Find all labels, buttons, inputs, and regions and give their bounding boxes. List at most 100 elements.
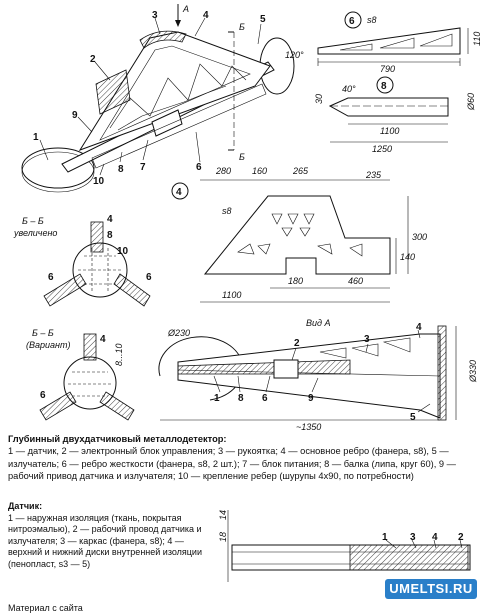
section-arrow-label-top: Б [239, 22, 245, 32]
section-b-enlarged: Б – Б увеличено 4 8 10 6 6 [13, 214, 152, 307]
sensor-caption-title: Датчик: [8, 501, 43, 511]
part4-thickness: s8 [222, 206, 232, 216]
part-number-9: 9 [72, 110, 78, 121]
view-a-num-4: 4 [416, 322, 422, 333]
part4-dim-top-2: 160 [252, 166, 267, 176]
page-note: Материал с сайта [8, 603, 83, 613]
part6-length: 790 [380, 64, 395, 74]
part4-dim-bottom-1: 180 [288, 276, 303, 286]
part8-h: 30 [314, 94, 324, 104]
view-a-d230: Ø230 [167, 328, 190, 338]
part-number-6: 6 [196, 162, 202, 173]
section2-title: Б – Б [32, 328, 54, 338]
part-number-10: 10 [93, 176, 105, 187]
part4-dim-bottom-2: 460 [348, 276, 363, 286]
view-a-num-1: 1 [214, 393, 220, 404]
part-number-1: 1 [33, 132, 39, 143]
section2-rib-left [39, 391, 77, 421]
part-8-detail: 8 40° 30 Ø60 1100 1250 [314, 76, 476, 154]
battery-block [151, 109, 183, 137]
section1-num-4: 4 [107, 214, 113, 225]
part6-height: 110 [472, 32, 482, 46]
section1-rib-top [90, 221, 104, 253]
sensor-num-3: 3 [410, 532, 416, 543]
view-a-arrow-label: A [182, 4, 189, 14]
section2-dim: 8...10 [114, 343, 124, 366]
section2-rib-right [99, 391, 135, 421]
main-rib [78, 31, 271, 151]
section-arrow-label-bottom: Б [239, 152, 245, 162]
part6-number: 6 [349, 16, 355, 27]
part4-shape [203, 195, 391, 275]
section1-num-6-left: 6 [48, 272, 54, 283]
part-number-2: 2 [90, 54, 96, 65]
section2-num-6: 6 [40, 390, 46, 401]
site-watermark: UMELTSI.RU [385, 579, 477, 599]
main-caption: Глубинный двухдатчиковый металлодетектор… [8, 433, 480, 483]
part4-number: 4 [176, 187, 182, 198]
part8-number: 8 [381, 81, 387, 92]
section-b-variant: Б – Б (Вариант) 4 6 8...10 [26, 328, 135, 421]
part8-length-2: 1250 [372, 144, 392, 154]
handle [139, 30, 187, 49]
stiffener-rib [91, 83, 267, 169]
sensor-num-1: 1 [382, 532, 388, 543]
part8-angle: 40° [342, 84, 356, 94]
sensor-caption: Датчик: 1 — наружная изоляция (ткань, по… [8, 501, 208, 571]
part8-beam [328, 97, 449, 117]
part-number-5: 5 [260, 14, 266, 25]
section1-rib-left [43, 273, 87, 307]
part4-height-300: 300 [412, 232, 427, 242]
view-a-title: Вид А [306, 318, 331, 328]
section1-subtitle: увеличено [13, 228, 57, 238]
view-a-num-3: 3 [364, 334, 370, 345]
section2-rib-top [83, 333, 97, 361]
electronics-block [95, 69, 131, 115]
section1-rib-right [113, 273, 151, 307]
section1-num-8: 8 [107, 230, 113, 241]
part6-thickness: s8 [367, 15, 377, 25]
view-a-length: ~1350 [296, 422, 321, 432]
part-6-detail: 6 s8 790 110 [317, 11, 482, 74]
part8-length-1: 1100 [380, 126, 399, 136]
part4-dim-top-4: 235 [365, 170, 382, 180]
sensor-caption-text: 1 — наружная изоляция (ткань, покрытая н… [8, 512, 202, 569]
sensor-layer-hatched [349, 544, 469, 571]
view-a-num-8: 8 [238, 393, 244, 404]
part4-dim-top-3: 265 [292, 166, 309, 176]
section1-num-6-right: 6 [146, 272, 152, 283]
main-caption-text: 1 — датчик, 2 — электронный блок управле… [8, 446, 456, 482]
view-a-num-5: 5 [410, 412, 416, 423]
view-a-frame [177, 333, 441, 419]
view-a-electronics [273, 359, 299, 379]
part-number-8: 8 [118, 164, 124, 175]
view-a-num-9: 9 [308, 393, 314, 404]
view-a-emitter [437, 325, 447, 421]
part4-dim-top-1: 280 [215, 166, 231, 176]
section1-num-10: 10 [117, 246, 129, 257]
section1-title: Б – Б [22, 216, 44, 226]
part4-height-140: 140 [400, 252, 415, 262]
view-a-sensor-ellipse [158, 336, 244, 401]
part-number-3: 3 [152, 10, 158, 21]
section2-subtitle: (Вариант) [26, 340, 70, 350]
angle-120-label: 120° [285, 50, 304, 60]
sensor-dim-18: 18 [218, 532, 228, 542]
section2-num-4: 4 [100, 334, 106, 345]
part-number-4: 4 [203, 10, 209, 21]
main-caption-title: Глубинный двухдатчиковый металлодетектор… [8, 434, 227, 444]
part4-total-length: 1100 [222, 290, 241, 300]
view-a-num-2: 2 [294, 338, 300, 349]
main-isometric-view: A Б Б 120° 1 2 3 4 5 6 7 8 9 10 [21, 4, 304, 193]
part-number-7: 7 [140, 162, 146, 173]
part-4-detail: 4 280 160 265 235 s8 300 140 180 460 110… [171, 166, 427, 303]
view-a: Вид А Ø230 Ø330 ~1350 1 8 6 2 9 3 4 5 [158, 318, 478, 432]
view-a-num-6: 6 [262, 393, 268, 404]
sensor-dim-14: 14 [218, 510, 228, 520]
part8-diameter: Ø60 [466, 93, 476, 111]
part6-shape [317, 27, 461, 55]
view-a-d330: Ø330 [468, 360, 478, 383]
sensor-num-4: 4 [432, 532, 438, 543]
sensor-num-2: 2 [458, 532, 464, 543]
